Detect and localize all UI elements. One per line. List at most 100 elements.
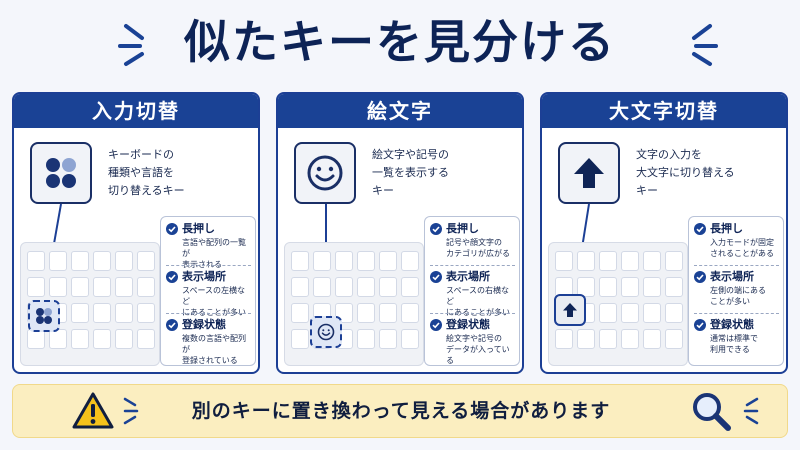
magnifier-icon bbox=[693, 393, 731, 431]
info-body: 記号や顔文字の カテゴリが広がる bbox=[446, 238, 510, 258]
info-body: 入力モードが固定 されることがある bbox=[710, 238, 774, 258]
keyboard-key bbox=[665, 329, 683, 349]
check-icon bbox=[694, 223, 706, 235]
keyboard-key bbox=[379, 303, 397, 323]
sparkle-lines-icon bbox=[743, 397, 759, 425]
keyboard-key bbox=[291, 251, 309, 271]
page-title: 似たキーを見分ける bbox=[184, 15, 616, 69]
keyboard-key bbox=[313, 277, 331, 297]
info-head-label: 長押し bbox=[182, 222, 215, 235]
check-icon bbox=[430, 319, 442, 331]
keyboard-key bbox=[621, 251, 639, 271]
keyboard-key bbox=[401, 303, 419, 323]
keyboard-key bbox=[335, 277, 353, 297]
info-body: 絵文字や記号の データが入っている bbox=[446, 334, 510, 365]
info-body: スペースの左横など にあることが多い bbox=[182, 286, 246, 317]
keyboard-key bbox=[379, 251, 397, 271]
card-header: 入力切替 bbox=[14, 94, 258, 128]
keyboard-illustration bbox=[284, 242, 424, 366]
check-icon bbox=[166, 319, 178, 331]
warning-icon bbox=[72, 392, 114, 429]
smiley-face-icon bbox=[307, 155, 343, 191]
sparkle-lines-icon bbox=[118, 24, 144, 66]
keyboard-key bbox=[115, 329, 133, 349]
key-icon-box bbox=[558, 142, 620, 204]
info-head-label: 登録状態 bbox=[710, 318, 754, 331]
keyboard-key bbox=[93, 277, 111, 297]
keyboard-key bbox=[27, 251, 45, 271]
info-item-registration: 登録状態 複数の言語や配列が 登録されている bbox=[166, 313, 251, 365]
caps-key bbox=[554, 294, 586, 326]
keyboard-key bbox=[555, 251, 573, 271]
keyboard-key bbox=[27, 329, 45, 349]
info-item-long-press: 長押し 記号や顔文字の カテゴリが広がる bbox=[430, 221, 515, 265]
keyboard-key bbox=[555, 329, 573, 349]
four-dots-icon bbox=[36, 308, 52, 324]
card-header: 絵文字 bbox=[278, 94, 522, 128]
up-arrow-icon bbox=[574, 158, 604, 188]
check-icon bbox=[694, 319, 706, 331]
keyboard-key bbox=[665, 303, 683, 323]
check-icon bbox=[166, 271, 178, 283]
card-header: 大文字切替 bbox=[542, 94, 786, 128]
banner-text: 別のキーに置き換わって見える場合があります bbox=[191, 400, 611, 422]
info-item-location: 表示場所 左側の端にある ことが多い bbox=[694, 265, 779, 313]
keyboard-key bbox=[335, 251, 353, 271]
keyboard-key bbox=[49, 277, 67, 297]
sparkle-lines-icon bbox=[692, 24, 718, 66]
keyboard-key bbox=[137, 329, 155, 349]
card-input-switch: 入力切替 キーボードの 種類や言語を 切り替えるキー 長押し 言語や配列の一覧が… bbox=[12, 92, 260, 374]
keyboard-key bbox=[115, 251, 133, 271]
check-icon bbox=[430, 223, 442, 235]
smiley-face-icon bbox=[317, 323, 335, 341]
keyboard-key bbox=[665, 251, 683, 271]
info-panel: 長押し 記号や顔文字の カテゴリが広がる 表示場所 スペースの右横など にあるこ… bbox=[424, 216, 520, 366]
keyboard-key bbox=[665, 277, 683, 297]
keyboard-key bbox=[137, 303, 155, 323]
keyboard-key bbox=[93, 329, 111, 349]
info-head-label: 表示場所 bbox=[182, 270, 226, 283]
up-arrow-icon bbox=[563, 303, 577, 317]
keyboard-key bbox=[621, 277, 639, 297]
check-icon bbox=[166, 223, 178, 235]
keyboard-key bbox=[643, 329, 661, 349]
keyboard-key bbox=[643, 277, 661, 297]
info-body: 通常は標準で 利用できる bbox=[710, 334, 758, 354]
keyboard-key bbox=[137, 251, 155, 271]
card-description: キーボードの 種類や言語を 切り替えるキー bbox=[108, 148, 185, 197]
keyboard-key bbox=[71, 329, 89, 349]
info-head-label: 長押し bbox=[710, 222, 743, 235]
keyboard-key bbox=[93, 251, 111, 271]
card-description: 文字の入力を 大文字に切り替える キー bbox=[636, 148, 735, 197]
keyboard-key bbox=[599, 277, 617, 297]
key-icon-box bbox=[30, 142, 92, 204]
keyboard-key bbox=[621, 303, 639, 323]
keyboard-key bbox=[137, 277, 155, 297]
keyboard-key bbox=[357, 277, 375, 297]
info-body: 複数の言語や配列が 登録されている bbox=[182, 334, 246, 365]
check-icon bbox=[694, 271, 706, 283]
info-head-label: 表示場所 bbox=[710, 270, 754, 283]
card-emoji: 絵文字 絵文字や記号の 一覧を表示する キー 長押し 記号や顔文字の カテゴリが… bbox=[276, 92, 524, 374]
keyboard-key bbox=[599, 303, 617, 323]
keyboard-key bbox=[71, 277, 89, 297]
four-dots-icon bbox=[46, 158, 76, 188]
keyboard-key bbox=[379, 329, 397, 349]
keyboard-key bbox=[577, 277, 595, 297]
keyboard-key bbox=[379, 277, 397, 297]
info-item-long-press: 長押し 言語や配列の一覧が 表示される bbox=[166, 221, 251, 269]
info-item-long-press: 長押し 入力モードが固定 されることがある bbox=[694, 221, 779, 265]
info-head-label: 表示場所 bbox=[446, 270, 490, 283]
info-body: 左側の端にある ことが多い bbox=[710, 286, 766, 306]
info-head-label: 登録状態 bbox=[182, 318, 226, 331]
keyboard-key bbox=[115, 277, 133, 297]
keyboard-key bbox=[599, 251, 617, 271]
keyboard-key bbox=[71, 251, 89, 271]
keyboard-key bbox=[49, 329, 67, 349]
info-panel: 長押し 言語や配列の一覧が 表示される 表示場所 スペースの左横など にあること… bbox=[160, 216, 256, 366]
info-item-location: 表示場所 スペースの左横など にあることが多い bbox=[166, 265, 251, 317]
keyboard-key bbox=[313, 251, 331, 271]
card-caps-switch: 大文字切替 文字の入力を 大文字に切り替える キー 長押し 入力モードが固定 さ… bbox=[540, 92, 788, 374]
warning-banner: 別のキーに置き換わって見える場合があります bbox=[12, 384, 788, 438]
keyboard-key bbox=[621, 329, 639, 349]
